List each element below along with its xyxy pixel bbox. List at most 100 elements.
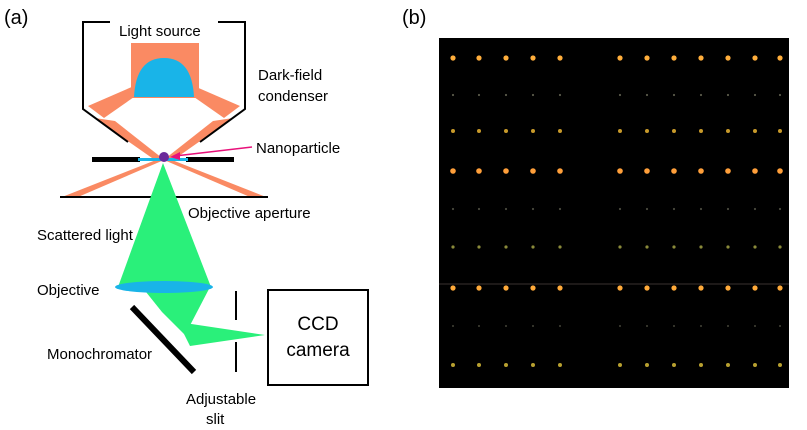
- right-illumination-beam: [194, 86, 240, 118]
- nanoparticle-spot: [477, 93, 481, 97]
- panel-a-schematic: (a): [4, 7, 369, 428]
- condenser-label-line1: Dark-field: [258, 67, 322, 84]
- monochromator-label: Monochromator: [47, 346, 152, 363]
- nanoparticle-spot: [450, 55, 456, 61]
- nanoparticle-spot: [504, 129, 508, 133]
- nanoparticle-spot: [505, 325, 507, 327]
- nanoparticle-spot: [451, 207, 455, 211]
- nanoparticle-spot: [699, 207, 703, 211]
- nanoparticle-spot: [671, 285, 677, 291]
- nanoparticle-spot: [725, 168, 731, 174]
- nanoparticle-spot: [477, 207, 481, 211]
- ccd-label-line1: CCD: [297, 314, 338, 335]
- nanoparticle-spot: [503, 55, 509, 61]
- light-source-lens: [134, 58, 194, 97]
- nanoparticle-spot: [558, 207, 562, 211]
- nanoparticle-spot: [777, 285, 783, 291]
- nanoparticle-spot: [672, 245, 676, 249]
- nanoparticle-spot: [476, 285, 482, 291]
- nanoparticle-label: Nanoparticle: [256, 140, 340, 157]
- nanoparticle-spot: [644, 168, 650, 174]
- objective-lens: [115, 281, 213, 293]
- nanoparticle-spot: [645, 93, 649, 97]
- nanoparticle-spot: [477, 129, 481, 133]
- monochromator-grating: [129, 304, 197, 375]
- nanoparticle-spot: [672, 93, 676, 97]
- nanoparticle-spot: [698, 285, 704, 291]
- nanoparticle-spot: [671, 168, 677, 174]
- nanoparticle-spot: [672, 363, 676, 367]
- left-diverging-cone: [62, 160, 164, 197]
- nanoparticle-spot: [476, 168, 482, 174]
- nanoparticle-spot: [531, 129, 535, 133]
- nanoparticle-spot: [698, 168, 704, 174]
- nanoparticle-spot: [726, 245, 730, 249]
- nanoparticle-spot: [451, 245, 455, 249]
- condenser-label-line2: condenser: [258, 88, 328, 105]
- nanoparticle-spot: [754, 325, 756, 327]
- nanoparticle-spot: [476, 55, 482, 61]
- nanoparticle-spot: [557, 168, 563, 174]
- nanoparticle-spot: [673, 325, 675, 327]
- nanoparticle-spot: [726, 93, 730, 97]
- condenser-right-wall: [199, 21, 246, 143]
- ccd-camera-box: [267, 289, 369, 386]
- nanoparticle-spot: [450, 285, 456, 291]
- nanoparticle-spot: [503, 285, 509, 291]
- nanoparticle-spot: [725, 285, 731, 291]
- nanoparticle-arrow: [174, 146, 253, 157]
- nanoparticle-spot: [451, 93, 455, 97]
- nanoparticle-spot: [644, 55, 650, 61]
- nanoparticle-spot: [532, 325, 534, 327]
- nanoparticle-spot: [530, 168, 536, 174]
- nanoparticle-spot: [725, 55, 731, 61]
- light-source-label: Light source: [119, 23, 201, 40]
- nanoparticle-spot: [727, 325, 729, 327]
- nanoparticle-spot: [778, 129, 782, 133]
- panel-b-darkfield-image: (b): [402, 7, 789, 388]
- nanoparticle-spot: [753, 363, 757, 367]
- nanoparticle-spot: [559, 325, 561, 327]
- nanoparticle-spot: [752, 285, 758, 291]
- nanoparticle-spot: [617, 285, 623, 291]
- nanoparticle-spot: [478, 325, 480, 327]
- nanoparticle-spot: [672, 207, 676, 211]
- nanoparticle-spot: [645, 207, 649, 211]
- scattered-light-label: Scattered light: [37, 227, 134, 244]
- nanoparticle-spot: [558, 363, 562, 367]
- nanoparticle-spot: [558, 129, 562, 133]
- nanoparticle-spot: [699, 129, 703, 133]
- ccd-label-line2: camera: [286, 340, 350, 361]
- nanoparticle-spot: [777, 55, 783, 61]
- specimen-stage-right: [186, 157, 234, 162]
- nanoparticle-spot: [504, 363, 508, 367]
- nanoparticle-spot: [531, 93, 535, 97]
- nanoparticle-spot: [557, 285, 563, 291]
- nanoparticle-spot: [700, 325, 702, 327]
- nanoparticle-spot: [699, 363, 703, 367]
- nanoparticle-spot: [671, 55, 677, 61]
- nanoparticle-spot: [530, 285, 536, 291]
- nanoparticle-spot: [617, 168, 623, 174]
- nanoparticle-spot: [645, 245, 649, 249]
- nanoparticle-spot: [699, 245, 703, 249]
- nanoparticle-spot: [618, 245, 622, 249]
- right-diverging-cone: [164, 160, 266, 197]
- nanoparticle-arrowhead: [170, 152, 180, 160]
- nanoparticle-spot: [618, 207, 622, 211]
- nanoparticle-spot: [451, 363, 455, 367]
- nanoparticle-spot: [530, 55, 536, 61]
- nanoparticle-spot: [531, 363, 535, 367]
- nanoparticle-spot: [672, 129, 676, 133]
- nanoparticle-spot: [504, 93, 508, 97]
- nanoparticle-spot: [753, 93, 757, 97]
- nanoparticle-spot: [558, 93, 562, 97]
- nanoparticle-spot: [504, 245, 508, 249]
- nanoparticle-spot: [618, 93, 622, 97]
- nanoparticle-spot: [503, 168, 509, 174]
- nanoparticle-spot: [617, 55, 623, 61]
- nanoparticle-spot: [779, 325, 781, 327]
- nanoparticle-spot: [644, 285, 650, 291]
- nanoparticle-spot: [558, 245, 562, 249]
- nanoparticle-spot: [504, 207, 508, 211]
